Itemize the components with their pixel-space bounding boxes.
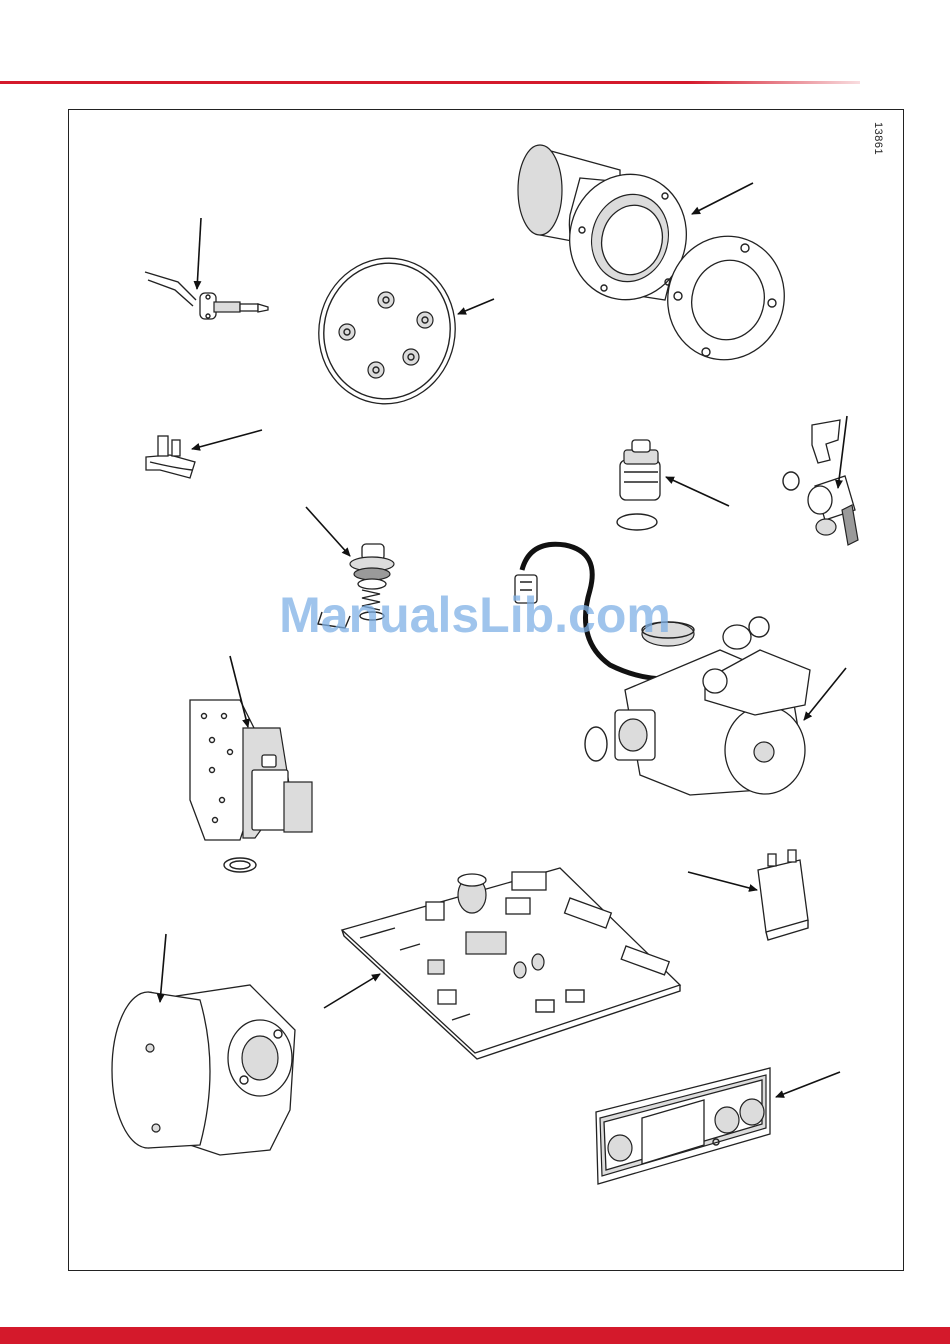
burner-part xyxy=(518,145,798,373)
arrow-sensor-clip xyxy=(192,430,262,449)
arrow-control-board xyxy=(324,974,380,1008)
arrow-diverter-cartridge xyxy=(306,507,350,556)
ignition-transformer-part xyxy=(758,850,808,940)
arrow-display-panel xyxy=(776,1072,840,1097)
pump-part xyxy=(515,544,810,795)
gas-valve-part xyxy=(190,700,312,872)
sensor-clip-part xyxy=(146,436,195,478)
arrow-ignition-transformer xyxy=(688,872,757,890)
spark-electrode-part xyxy=(145,272,268,319)
arrow-spark-electrode xyxy=(197,218,201,289)
arrow-air-vent xyxy=(666,477,729,506)
fan-part xyxy=(112,985,295,1155)
control-board-part xyxy=(342,868,680,1059)
safety-valve-part xyxy=(783,420,858,545)
arrow-fan xyxy=(160,934,166,1002)
air-vent-part xyxy=(617,440,660,530)
inspection-cover-part xyxy=(305,245,468,416)
arrow-inspection-cover xyxy=(458,299,494,314)
footer-bar xyxy=(0,1327,950,1344)
diverter-cartridge-part xyxy=(318,544,394,628)
display-panel-part xyxy=(596,1068,770,1184)
arrow-pump xyxy=(804,668,846,720)
arrow-burner xyxy=(692,183,753,214)
